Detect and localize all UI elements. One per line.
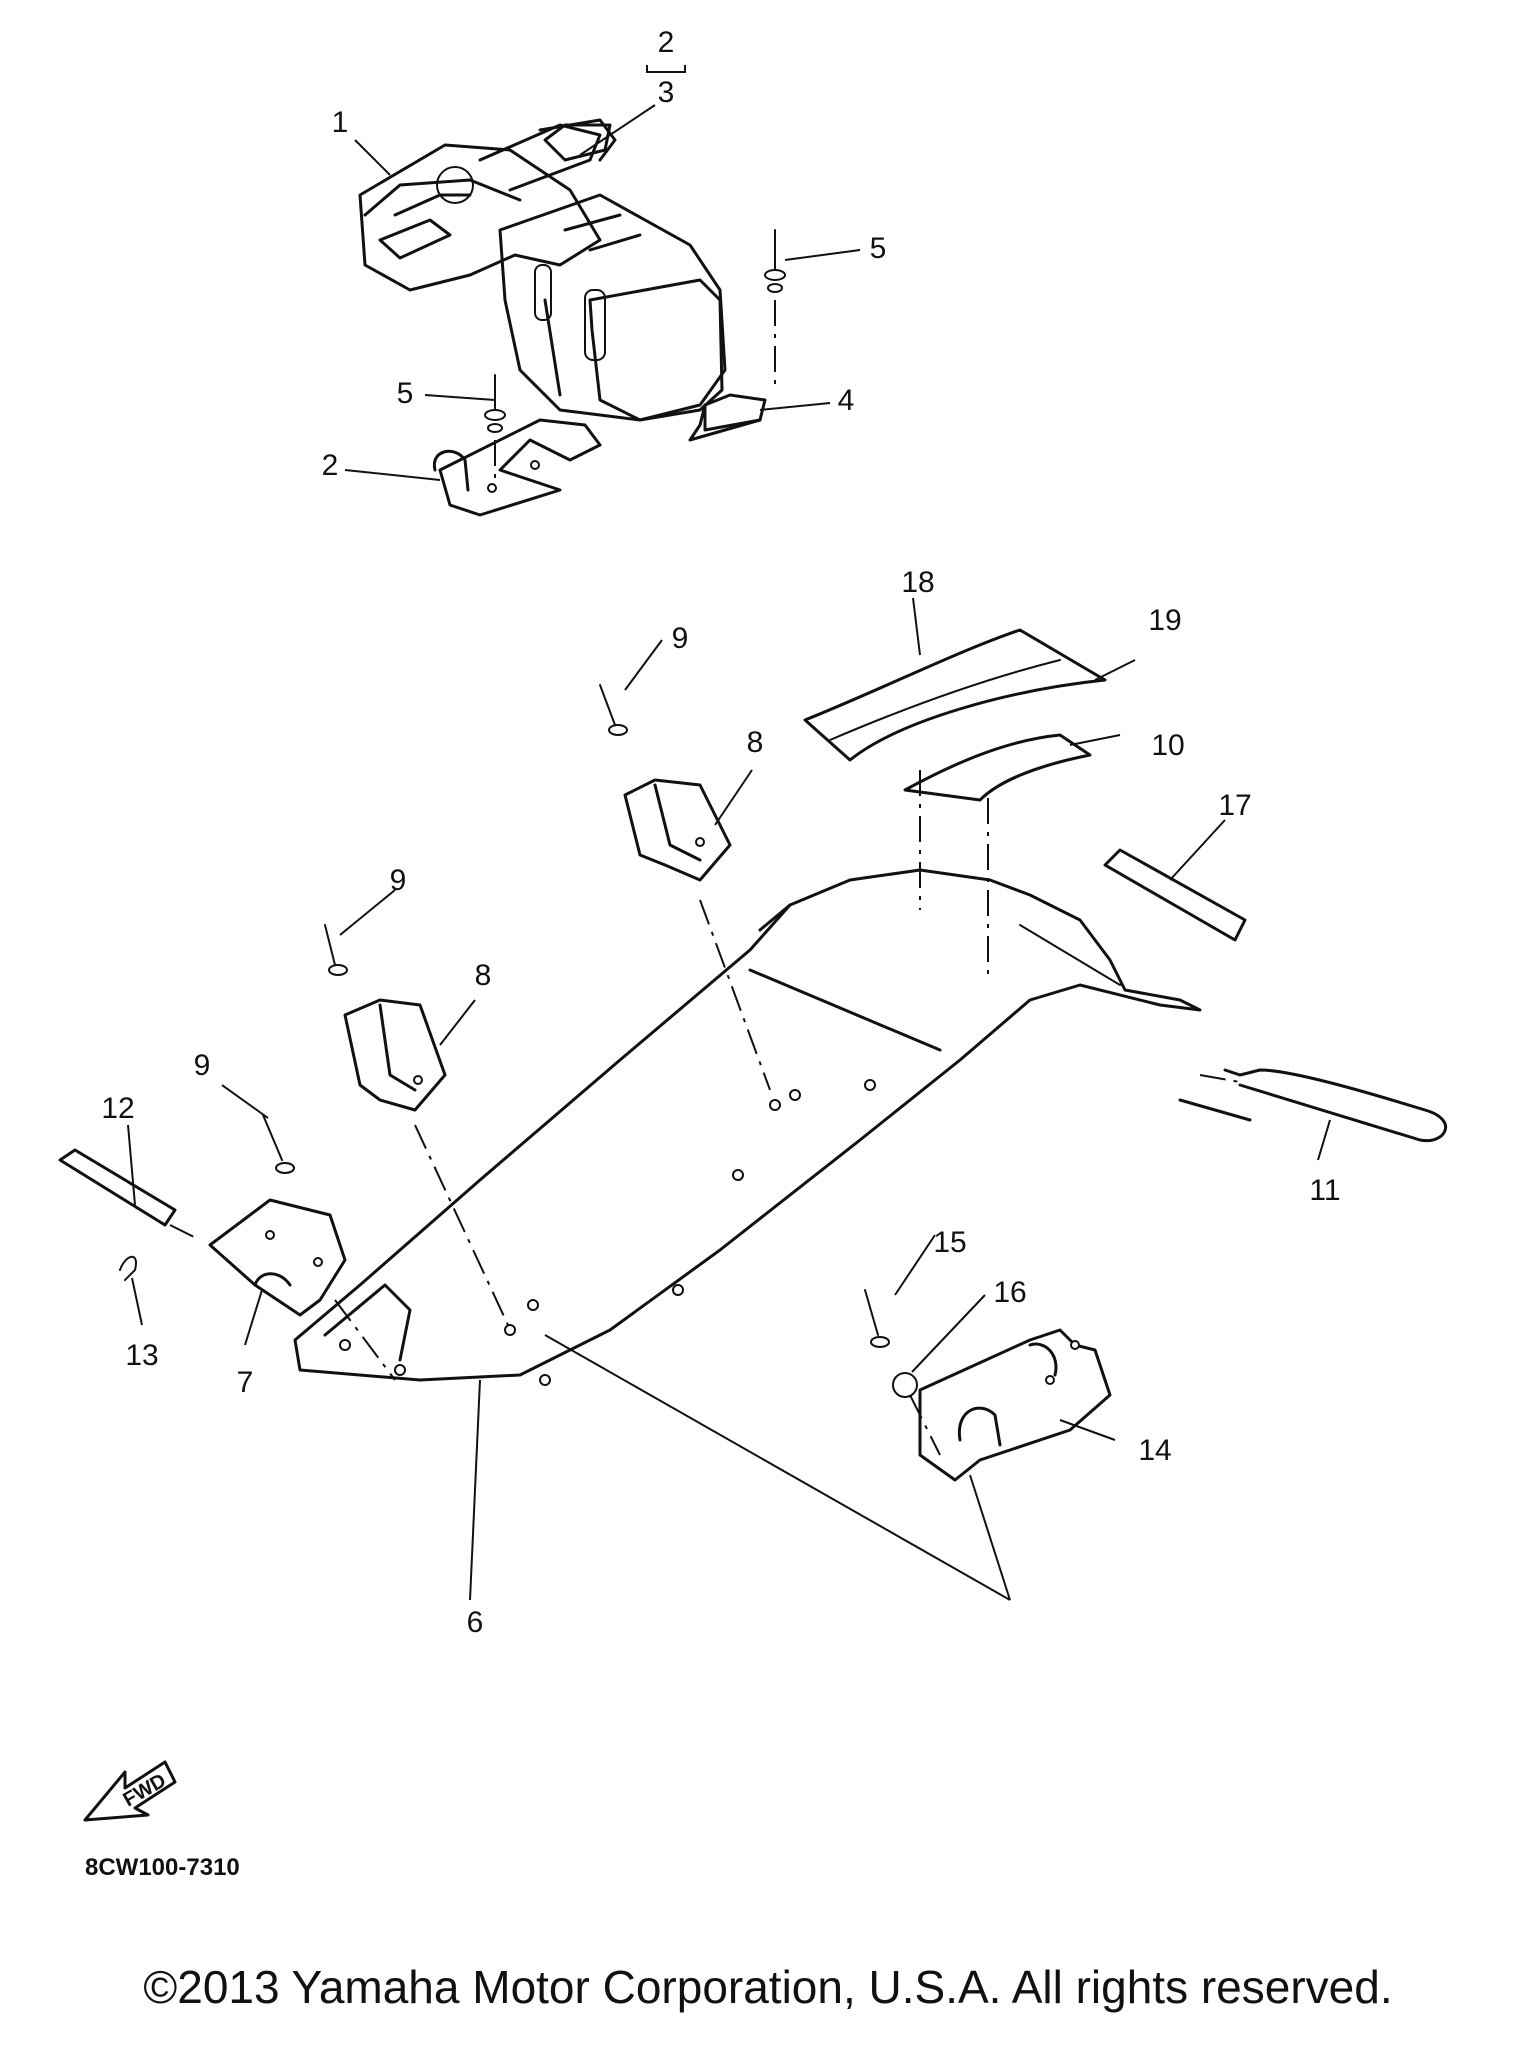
pin-part [58, 1148, 201, 1241]
callout-12: 12 [101, 1092, 134, 1125]
diagram-code: 8CW100-7310 [85, 1854, 240, 1881]
hinge-part [208, 1198, 396, 1381]
callout-numbers: 1 2 3 2 4 5 5 6 7 8 8 9 9 9 10 11 12 13 … [101, 26, 1340, 1639]
rivet-9-parts [262, 684, 628, 1174]
callout-18: 18 [901, 566, 934, 599]
callout-15: 15 [933, 1226, 966, 1259]
latch-bracket-part-upper [623, 778, 771, 1091]
rivet-part [484, 229, 786, 480]
callout-9-lower: 9 [194, 1049, 211, 1082]
bracket-part [432, 418, 602, 517]
forward-arrow-icon: FWD [83, 1760, 177, 1822]
callout-6: 6 [467, 1606, 484, 1639]
callout-17: 17 [1218, 789, 1251, 822]
callout-1: 1 [332, 106, 349, 139]
callout-8-upper: 8 [747, 726, 764, 759]
callout-14: 14 [1138, 1434, 1171, 1467]
callout-2-top: 2 [658, 26, 675, 59]
callout-2: 2 [322, 449, 339, 482]
clip-part [688, 393, 767, 442]
copyright-notice: ©2013 Yamaha Motor Corporation, U.S.A. A… [143, 1961, 1393, 2013]
callout-8-lower: 8 [475, 959, 492, 992]
callout-13: 13 [125, 1339, 158, 1372]
callout-16: 16 [993, 1276, 1026, 1309]
latch-bracket-part-lower [343, 998, 509, 1326]
clip-13-part [119, 1255, 137, 1281]
assembly-line-14 [544, 1334, 1011, 1601]
callout-5-right: 5 [870, 232, 887, 265]
handle-part [1178, 1068, 1448, 1143]
guard-part [864, 1289, 1112, 1482]
callout-11: 11 [1309, 1174, 1340, 1207]
callout-10: 10 [1151, 729, 1184, 762]
callout-4: 4 [838, 384, 855, 417]
callout-19: 19 [1148, 604, 1181, 637]
skid-plate-part [293, 868, 1202, 1386]
bar-part [1103, 848, 1247, 942]
callout-9-upper: 9 [672, 622, 689, 655]
callout-9-middle: 9 [390, 864, 407, 897]
callout-7: 7 [237, 1366, 254, 1399]
leader-lines [127, 65, 1331, 1601]
callout-5-left: 5 [397, 377, 414, 410]
assembly-line-14b [969, 1474, 1011, 1601]
callout-3: 3 [658, 76, 675, 109]
decal-parts [803, 628, 1107, 975]
storage-bag-part [358, 118, 727, 422]
